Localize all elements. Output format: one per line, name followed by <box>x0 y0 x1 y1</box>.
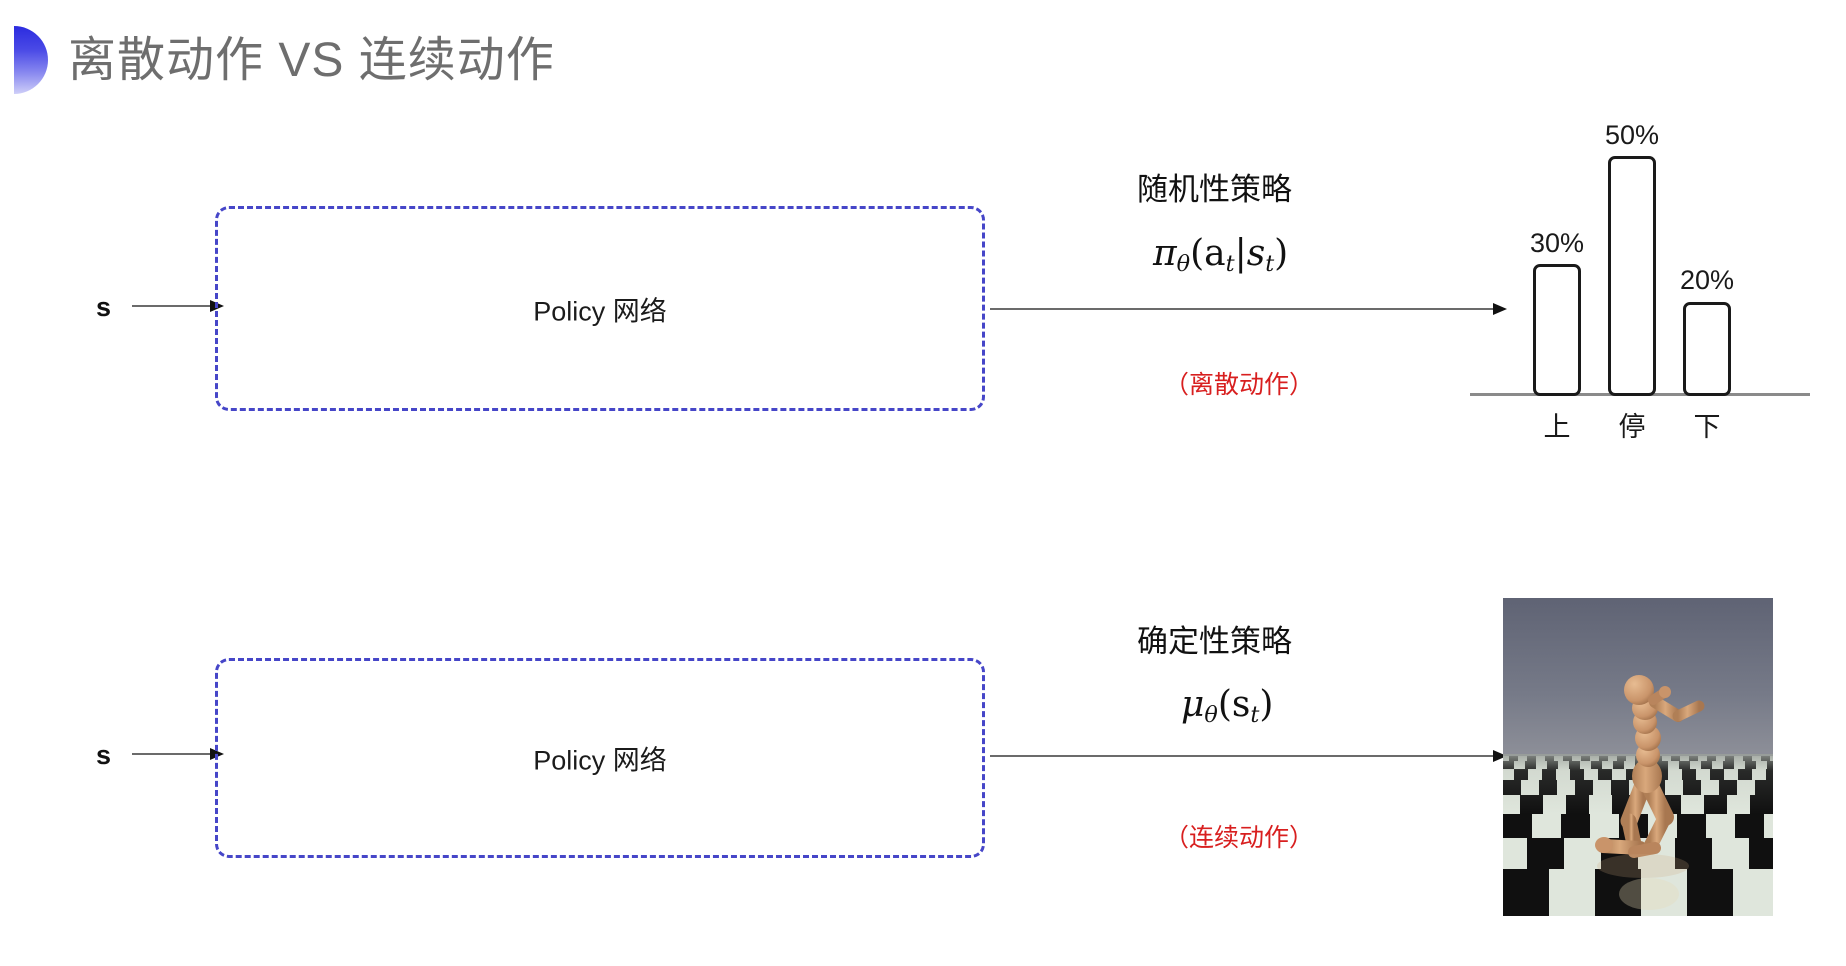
policy-type-label-continuous: 确定性策略 <box>1137 624 1292 659</box>
formula-theta-sub-2: θ <box>1204 702 1218 729</box>
input-arrow-continuous <box>132 748 224 760</box>
input-state-label-discrete: s <box>96 292 112 322</box>
output-arrow-continuous <box>990 750 1510 762</box>
bar-value-label-1: 50% <box>1604 120 1660 150</box>
policy-network-box-discrete[interactable]: Policy 网络 <box>215 206 985 411</box>
humanoid-body <box>1595 675 1705 858</box>
input-state-label-continuous: s <box>96 740 112 770</box>
action-note-continuous: （连续动作） <box>1164 824 1315 852</box>
bar-category-0 <box>1533 264 1581 396</box>
humanoid-scene <box>1503 598 1773 916</box>
policy-network-box-continuous[interactable]: Policy 网络 <box>215 658 985 858</box>
formula-deterministic-policy: μθ(st) <box>1181 684 1273 728</box>
formula-pipe-state: |s <box>1234 233 1266 274</box>
input-arrow-discrete <box>132 300 224 312</box>
formula-at-sub: t <box>1225 251 1235 278</box>
bar-category-label-1: 停 <box>1618 412 1646 442</box>
policy-network-label-discrete: Policy 网络 <box>533 296 667 326</box>
formula-stochastic-policy: πθ(at|st) <box>1153 233 1288 277</box>
bar-category-label-0: 上 <box>1543 412 1571 442</box>
output-arrow-discrete <box>990 303 1510 315</box>
formula-open-arg-2: (s <box>1217 684 1251 725</box>
formula-theta-sub: θ <box>1176 251 1191 278</box>
formula-close-paren: ) <box>1274 233 1289 274</box>
bar-category-1 <box>1608 156 1656 396</box>
action-note-discrete: （离散动作） <box>1164 371 1315 399</box>
bar-value-label-2: 20% <box>1679 265 1735 295</box>
bar-category-2 <box>1683 302 1731 396</box>
policy-type-label-discrete: 随机性策略 <box>1137 172 1292 207</box>
title-bullet-icon <box>14 26 48 94</box>
formula-mu: μ <box>1181 684 1205 725</box>
bar-category-label-2: 下 <box>1693 412 1721 442</box>
discrete-action-bar-chart: 30% 上 50% 停 20% 下 <box>1470 110 1810 460</box>
bar-value-label-0: 30% <box>1529 228 1585 258</box>
humanoid-simulation-image <box>1503 598 1773 916</box>
formula-close-paren-2: ) <box>1259 684 1274 725</box>
formula-st-sub: t <box>1265 251 1275 278</box>
page-title: 离散动作 VS 连续动作 <box>68 34 555 87</box>
formula-pi: π <box>1153 233 1177 274</box>
formula-open-arg: (a <box>1190 233 1226 274</box>
formula-st-sub-2: t <box>1250 702 1260 729</box>
policy-network-label-continuous: Policy 网络 <box>533 745 667 776</box>
